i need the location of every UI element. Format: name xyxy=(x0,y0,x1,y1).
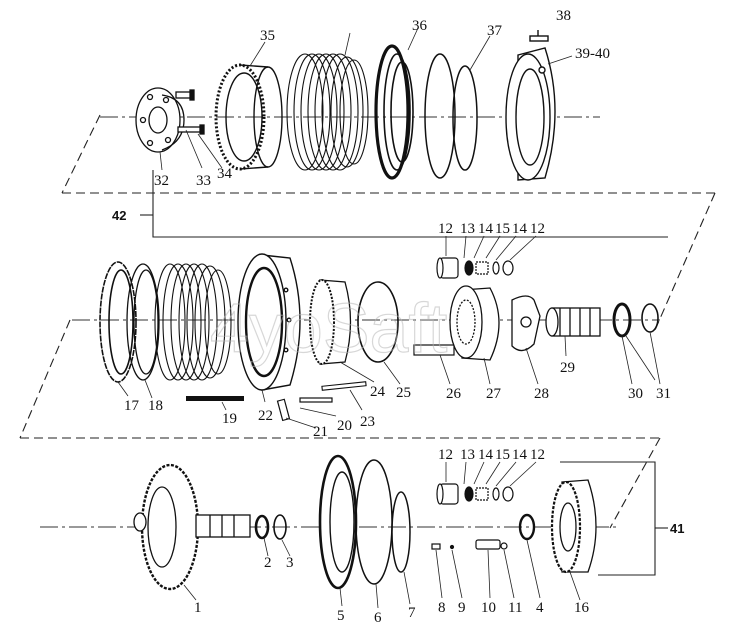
callout-20: 20 xyxy=(337,418,352,434)
callout-24: 24 xyxy=(370,384,386,400)
callout-2: 2 xyxy=(264,555,272,571)
callout-10: 10 xyxy=(481,600,496,616)
part-16-carrier-gear xyxy=(550,479,597,574)
part-17-plate xyxy=(99,261,137,383)
part-36-clutch-pack xyxy=(286,53,369,171)
callouts-row2-sub: 12 13 14 15 14 12 xyxy=(438,221,545,237)
callout-31: 31 xyxy=(656,386,671,402)
callout-14a: 14 xyxy=(478,221,494,237)
callout-42: 42 xyxy=(112,208,126,223)
part-28-plate xyxy=(511,295,541,352)
callout-28: 28 xyxy=(534,386,549,402)
callout-9: 9 xyxy=(458,600,466,616)
callout-34: 34 xyxy=(217,166,233,182)
part-23-rod xyxy=(321,381,367,391)
callout-17: 17 xyxy=(124,398,140,414)
part-26-pin xyxy=(413,344,455,356)
callout-18: 18 xyxy=(148,398,163,414)
assembly-outline-42 xyxy=(61,114,716,331)
callout-13a: 13 xyxy=(460,221,475,237)
leader-lines xyxy=(117,27,661,609)
callout-36: 36 xyxy=(412,18,428,34)
part-19-spring xyxy=(186,396,244,401)
callout-13c: 13 xyxy=(460,447,475,463)
part-clutch-discs xyxy=(154,263,232,381)
part-36-piston xyxy=(374,44,414,180)
callout-14b: 14 xyxy=(512,221,528,237)
callout-12b: 12 xyxy=(530,221,545,237)
callout-8: 8 xyxy=(438,600,446,616)
callout-12a: 12 xyxy=(438,221,453,237)
callout-12c: 12 xyxy=(438,447,453,463)
part-25-ring xyxy=(357,281,399,363)
assembly-outline-41 xyxy=(560,461,668,576)
callout-7: 7 xyxy=(408,605,416,621)
callout-16: 16 xyxy=(574,600,590,616)
callout-39-40: 39-40 xyxy=(575,46,610,62)
part-35-ring-gear xyxy=(214,63,283,171)
callout-35: 35 xyxy=(260,28,275,44)
callout-3: 3 xyxy=(286,555,294,571)
callout-27: 27 xyxy=(486,386,502,402)
callouts-row1: 32 33 34 35 36 37 38 39-40 xyxy=(154,8,610,189)
part-12-15-subassembly-lower xyxy=(436,483,514,505)
callout-14d: 14 xyxy=(512,447,528,463)
part-37-seal-rings xyxy=(424,53,478,179)
part-22-drum xyxy=(237,253,301,391)
part-24-gear-sleeve xyxy=(309,279,352,365)
callout-32: 32 xyxy=(154,173,169,189)
part-2-3-rings xyxy=(254,514,287,540)
callout-26: 26 xyxy=(446,386,462,402)
callouts-row3: 1 2 3 5 6 7 8 9 10 11 4 16 xyxy=(194,555,590,626)
callout-41: 41 xyxy=(670,521,684,536)
part-12-15-subassembly-upper xyxy=(436,257,514,279)
callout-22: 22 xyxy=(258,408,273,424)
callout-23: 23 xyxy=(360,414,375,430)
callout-38: 38 xyxy=(556,8,571,24)
callout-33: 33 xyxy=(196,173,211,189)
callouts-row3-sub: 12 13 14 15 14 12 xyxy=(438,447,545,463)
callout-4: 4 xyxy=(536,600,544,616)
part-4-ring xyxy=(518,513,536,541)
part-6-7-seal-rings xyxy=(355,459,411,585)
callout-37: 37 xyxy=(487,23,503,39)
callout-1: 1 xyxy=(194,600,202,616)
callout-14c: 14 xyxy=(478,447,494,463)
assembly-outline-center xyxy=(19,319,661,529)
callout-21: 21 xyxy=(313,424,328,440)
callout-6: 6 xyxy=(374,610,382,626)
part-18-ring xyxy=(126,263,160,381)
part-33-34-bolts xyxy=(175,89,205,135)
part-29-splined-shaft xyxy=(545,307,601,337)
callouts-row2: 17 18 19 20 21 22 23 24 25 26 27 28 29 3… xyxy=(124,360,671,440)
part-27-carrier xyxy=(449,285,500,361)
part-5-piston xyxy=(318,454,358,590)
callout-15a: 15 xyxy=(495,221,510,237)
part-20-21-pins xyxy=(276,397,333,422)
callout-5: 5 xyxy=(337,608,345,624)
callout-30: 30 xyxy=(628,386,643,402)
callout-15c: 15 xyxy=(495,447,510,463)
part-39-40-housing xyxy=(505,30,556,181)
callout-12d: 12 xyxy=(530,447,545,463)
part-1-gear-shaft xyxy=(133,463,251,591)
part-8-11-small-parts xyxy=(431,539,508,550)
callout-29: 29 xyxy=(560,360,575,376)
callout-25: 25 xyxy=(396,385,411,401)
callout-11: 11 xyxy=(508,600,522,616)
watermark-text: 4уoSaft xyxy=(210,289,447,367)
part-32-flange xyxy=(135,87,185,153)
callout-19: 19 xyxy=(222,411,237,427)
